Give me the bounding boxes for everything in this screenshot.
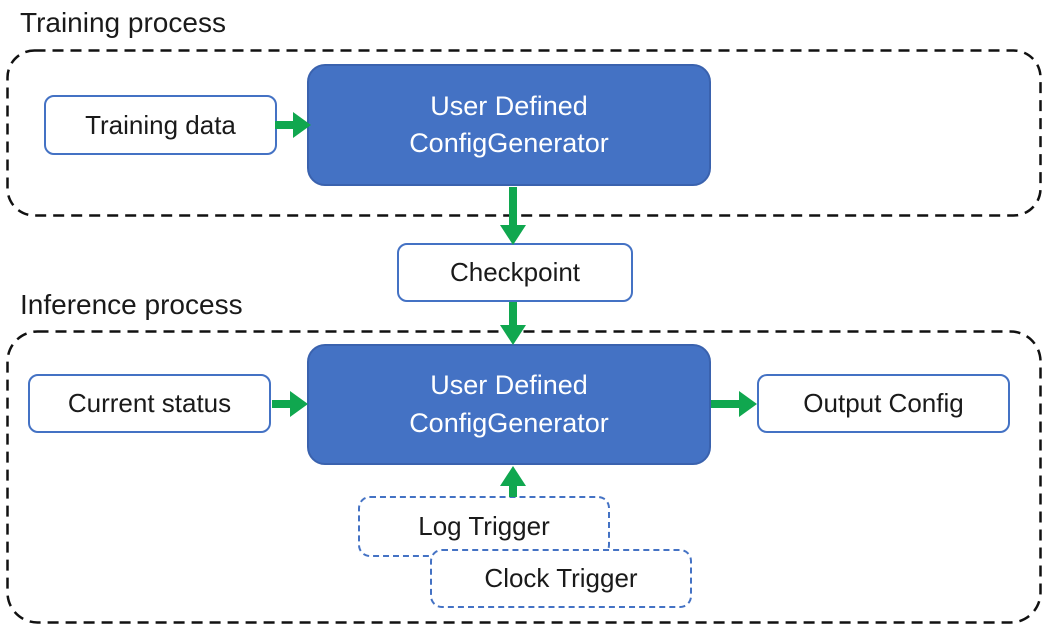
training-data-label: Training data bbox=[85, 109, 236, 140]
generator-line1: User Defined bbox=[430, 90, 588, 121]
arrow-down-icon bbox=[500, 187, 526, 245]
generator-line1: User Defined bbox=[430, 370, 588, 401]
output-config-label: Output Config bbox=[803, 388, 964, 418]
arrow-right-icon bbox=[275, 112, 311, 138]
arrow-up-icon bbox=[500, 466, 526, 497]
training-data-node: Training data bbox=[44, 95, 277, 155]
log-trigger-node: Log Trigger bbox=[358, 496, 610, 557]
inference-process-label: Inference process bbox=[20, 289, 243, 320]
arrow-down-icon bbox=[500, 302, 526, 345]
inference-container bbox=[6, 330, 1042, 624]
arrow-right-icon bbox=[711, 391, 757, 417]
training-container bbox=[6, 49, 1042, 217]
current-status-node: Current status bbox=[28, 374, 271, 433]
checkpoint-label: Checkpoint bbox=[449, 257, 581, 287]
clock-trigger-node: Clock Trigger bbox=[430, 549, 692, 608]
clock-trigger-label: Clock Trigger bbox=[484, 563, 638, 593]
output-config-node: Output Config bbox=[757, 374, 1010, 433]
config-generator-node-training: User Defined ConfigGenerator bbox=[307, 64, 711, 186]
arrow-right-icon bbox=[272, 391, 308, 417]
config-generator-node-inference: User Defined ConfigGenerator bbox=[307, 344, 711, 465]
log-trigger-label: Log Trigger bbox=[418, 511, 550, 541]
current-status-label: Current status bbox=[67, 388, 232, 418]
generator-line2: ConfigGenerator bbox=[409, 128, 609, 158]
checkpoint-node: Checkpoint bbox=[397, 243, 633, 302]
training-process-label: Training process bbox=[20, 7, 226, 38]
generator-line2: ConfigGenerator bbox=[409, 407, 609, 438]
